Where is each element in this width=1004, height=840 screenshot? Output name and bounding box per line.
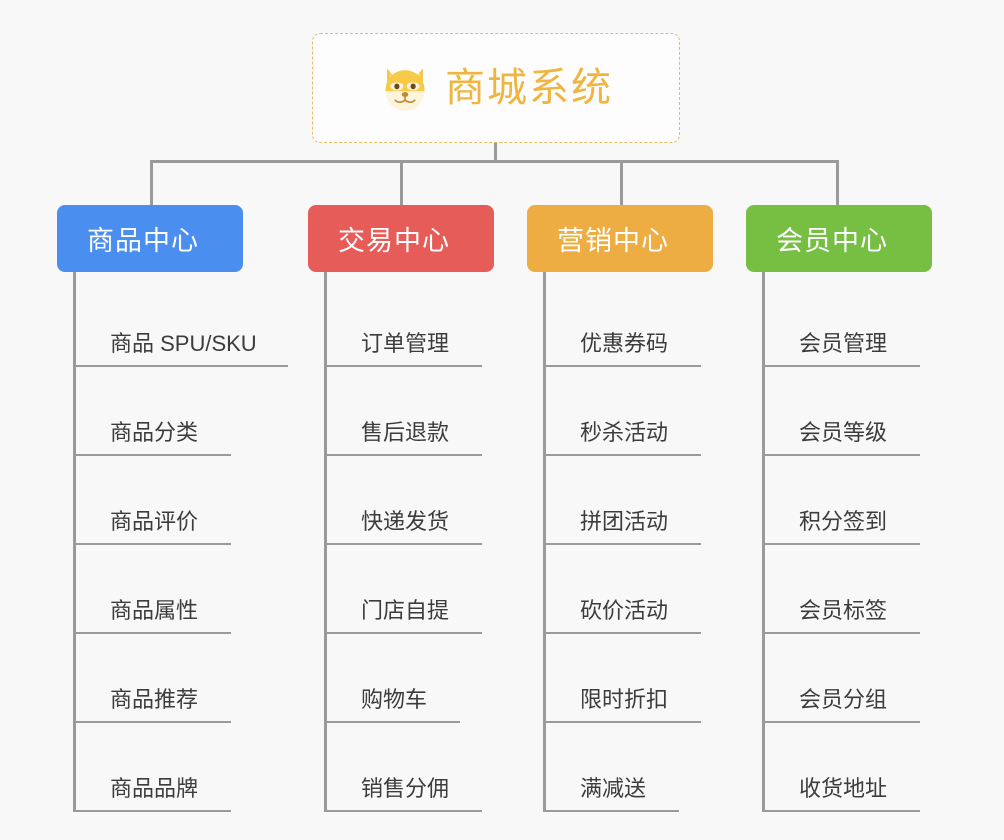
item-label: 拼团活动: [546, 504, 701, 545]
connector-drop-marketing-center: [620, 160, 623, 208]
item-label: 商品分类: [76, 415, 231, 456]
item-label: 商品评价: [76, 504, 231, 545]
list-item[interactable]: 会员管理: [765, 278, 968, 367]
category-label: 交易中心: [338, 226, 450, 256]
branch-marketing-center: 营销中心 优惠券码 秒杀活动 拼团活动 砍价活动 限时折扣 满减送: [527, 205, 749, 812]
item-label: 会员管理: [765, 326, 920, 367]
list-item[interactable]: 商品 SPU/SKU: [76, 278, 307, 367]
item-label: 购物车: [327, 682, 460, 723]
list-item[interactable]: 收货地址: [765, 723, 968, 812]
item-label: 订单管理: [327, 326, 482, 367]
branch-trade-center: 交易中心 订单管理 售后退款 快递发货 门店自提 购物车 销售分佣: [308, 205, 533, 812]
item-list-product-center: 商品 SPU/SKU 商品分类 商品评价 商品属性 商品推荐 商品品牌: [73, 272, 307, 812]
connector-drop-trade-center: [400, 160, 403, 208]
item-label: 优惠券码: [546, 326, 701, 367]
item-list-marketing-center: 优惠券码 秒杀活动 拼团活动 砍价活动 限时折扣 满减送: [543, 272, 749, 812]
list-item[interactable]: 会员标签: [765, 545, 968, 634]
item-label: 秒杀活动: [546, 415, 701, 456]
root-node[interactable]: 商城系统: [312, 33, 680, 143]
category-label: 营销中心: [557, 226, 669, 256]
item-label: 砍价活动: [546, 593, 701, 634]
list-item[interactable]: 商品评价: [76, 456, 307, 545]
list-item[interactable]: 订单管理: [327, 278, 533, 367]
item-label: 商品推荐: [76, 682, 231, 723]
item-list-member-center: 会员管理 会员等级 积分签到 会员标签 会员分组 收货地址: [762, 272, 968, 812]
item-label: 售后退款: [327, 415, 482, 456]
item-list-trade-center: 订单管理 售后退款 快递发货 门店自提 购物车 销售分佣: [324, 272, 533, 812]
list-item[interactable]: 快递发货: [327, 456, 533, 545]
list-item[interactable]: 商品分类: [76, 367, 307, 456]
list-item[interactable]: 满减送: [546, 723, 749, 812]
branch-member-center: 会员中心 会员管理 会员等级 积分签到 会员标签 会员分组 收货地址: [746, 205, 968, 812]
list-item[interactable]: 拼团活动: [546, 456, 749, 545]
item-label: 限时折扣: [546, 682, 701, 723]
dog-face-icon: [379, 62, 431, 114]
connector-drop-product-center: [150, 160, 153, 208]
list-item[interactable]: 门店自提: [327, 545, 533, 634]
category-header-marketing-center[interactable]: 营销中心: [527, 205, 713, 272]
item-label: 会员分组: [765, 682, 920, 723]
list-item[interactable]: 会员等级: [765, 367, 968, 456]
item-label: 积分签到: [765, 504, 920, 545]
item-label: 满减送: [546, 771, 679, 812]
connector-root-stem: [494, 143, 497, 162]
list-item[interactable]: 会员分组: [765, 634, 968, 723]
category-header-trade-center[interactable]: 交易中心: [308, 205, 494, 272]
list-item[interactable]: 商品品牌: [76, 723, 307, 812]
category-label: 会员中心: [776, 226, 888, 256]
category-header-product-center[interactable]: 商品中心: [57, 205, 243, 272]
item-label: 销售分佣: [327, 771, 482, 812]
branch-product-center: 商品中心 商品 SPU/SKU 商品分类 商品评价 商品属性 商品推荐 商品品牌: [57, 205, 307, 812]
item-label: 商品 SPU/SKU: [76, 326, 288, 367]
item-label: 商品品牌: [76, 771, 231, 812]
list-item[interactable]: 商品属性: [76, 545, 307, 634]
list-item[interactable]: 优惠券码: [546, 278, 749, 367]
list-item[interactable]: 购物车: [327, 634, 533, 723]
list-item[interactable]: 砍价活动: [546, 545, 749, 634]
item-label: 会员等级: [765, 415, 920, 456]
list-item[interactable]: 限时折扣: [546, 634, 749, 723]
list-item[interactable]: 销售分佣: [327, 723, 533, 812]
item-label: 会员标签: [765, 593, 920, 634]
item-label: 门店自提: [327, 593, 482, 634]
connector-horizontal-bar: [150, 160, 839, 163]
item-label: 收货地址: [765, 771, 920, 812]
category-label: 商品中心: [87, 226, 199, 256]
list-item[interactable]: 秒杀活动: [546, 367, 749, 456]
category-header-member-center[interactable]: 会员中心: [746, 205, 932, 272]
connector-drop-member-center: [836, 160, 839, 208]
item-label: 快递发货: [327, 504, 482, 545]
list-item[interactable]: 积分签到: [765, 456, 968, 545]
root-title: 商城系统: [445, 66, 613, 110]
list-item[interactable]: 售后退款: [327, 367, 533, 456]
item-label: 商品属性: [76, 593, 231, 634]
list-item[interactable]: 商品推荐: [76, 634, 307, 723]
